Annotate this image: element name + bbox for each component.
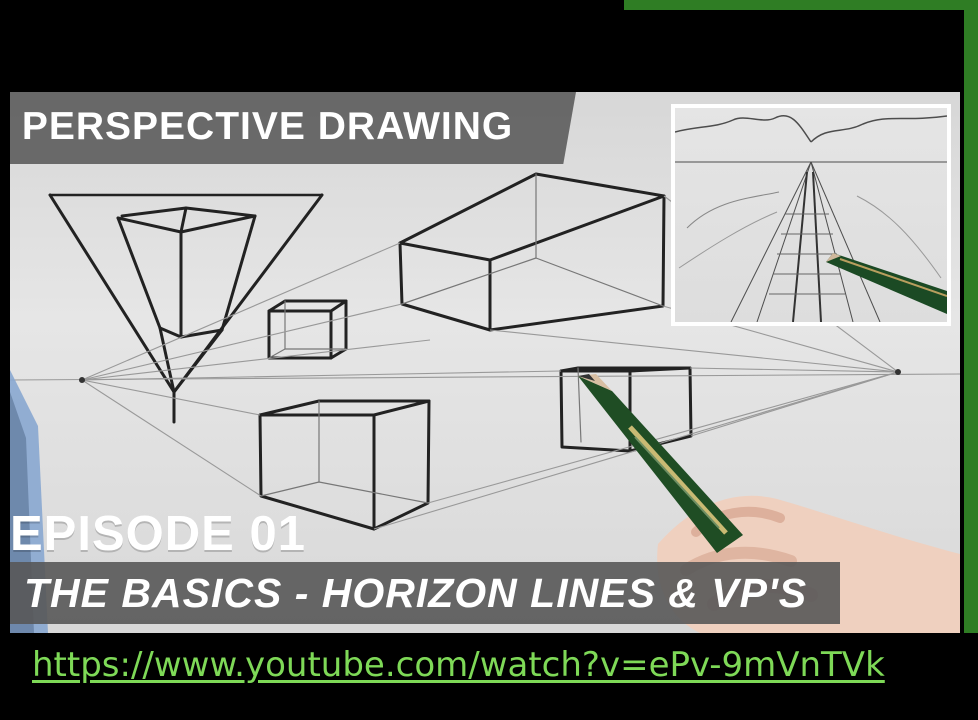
- right-accent-bar: [964, 0, 978, 720]
- video-thumbnail[interactable]: PERSPECTIVE DRAWING: [10, 92, 960, 633]
- inset-drawing: [675, 115, 947, 322]
- episode-label: EPISODE 01: [10, 507, 306, 561]
- youtube-link[interactable]: https://www.youtube.com/watch?v=ePv-9mVn…: [32, 645, 885, 685]
- thumbnail-title: PERSPECTIVE DRAWING: [21, 105, 514, 148]
- thumbnail-subtitle: THE BASICS - HORIZON LINES & VP'S: [24, 570, 808, 616]
- url-area: https://www.youtube.com/watch?v=ePv-9mVn…: [0, 633, 978, 720]
- subtitle-banner: THE BASICS - HORIZON LINES & VP'S: [10, 562, 840, 624]
- top-band: [0, 0, 978, 92]
- inset-preview-image: [671, 104, 951, 326]
- top-accent-bar: [624, 0, 964, 10]
- pencil-icon: [578, 374, 743, 553]
- title-banner: PERSPECTIVE DRAWING: [10, 92, 577, 164]
